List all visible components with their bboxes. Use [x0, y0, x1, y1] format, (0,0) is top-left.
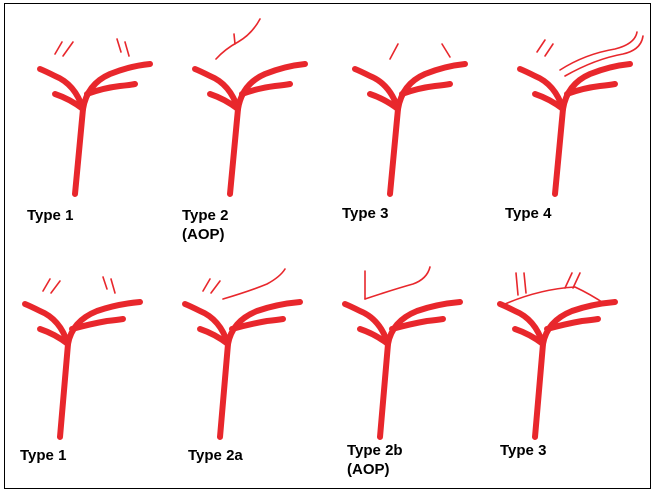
- diagram-panel-r1-type2: Type 2 (AOP): [180, 14, 330, 234]
- diagram-panel-r1-type4: Type 4: [505, 14, 655, 234]
- diagram-panel-r1-type3: Type 3: [340, 14, 490, 234]
- diagram-panel-r2-type3: Type 3: [490, 259, 640, 479]
- artery-diagram: [25, 14, 175, 204]
- artery-diagram: [505, 14, 655, 204]
- panel-label: Type 1: [27, 206, 73, 225]
- artery-diagram: [340, 14, 490, 204]
- diagram-panel-r2-type1: Type 1: [15, 259, 165, 479]
- panel-label: Type 1: [20, 446, 66, 465]
- panel-label: Type 2 (AOP): [182, 206, 228, 244]
- artery-diagram: [490, 259, 640, 439]
- artery-diagram: [180, 14, 330, 204]
- artery-diagram: [335, 259, 485, 439]
- diagram-panel-r2-type2a: Type 2a: [175, 259, 325, 479]
- panel-label: Type 2b (AOP): [347, 441, 403, 479]
- diagram-panel-r1-type1: Type 1: [25, 14, 175, 234]
- artery-diagram: [175, 259, 325, 439]
- diagram-panel-r2-type2b: Type 2b (AOP): [335, 259, 485, 479]
- panel-label: Type 2a: [188, 446, 243, 465]
- panel-label: Type 3: [500, 441, 546, 460]
- panel-label: Type 3: [342, 204, 388, 223]
- panel-label: Type 4: [505, 204, 551, 223]
- artery-diagram: [15, 259, 165, 439]
- figure-frame: Type 1 Type 2 (AOP) Type 3: [4, 3, 651, 489]
